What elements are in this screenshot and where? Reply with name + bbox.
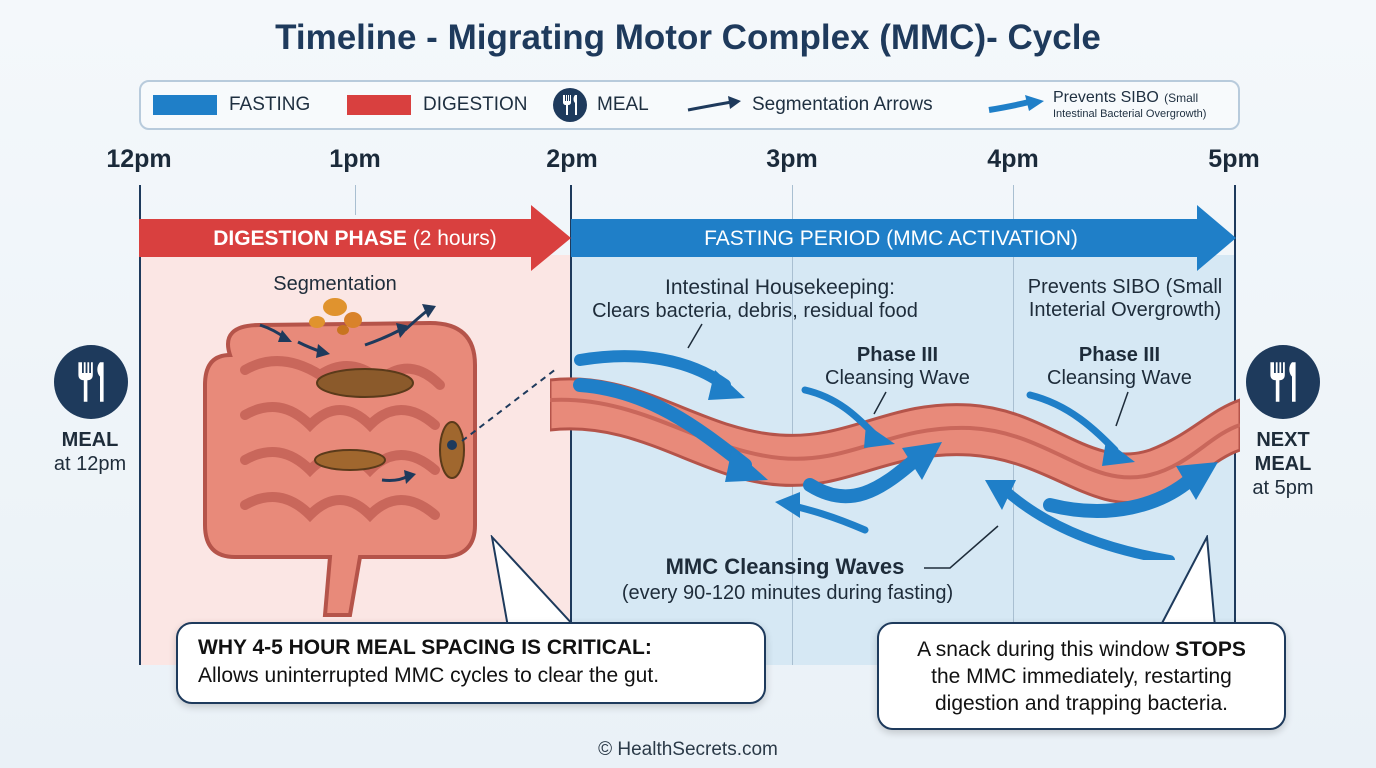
legend-digestion: DIGESTION [347, 82, 528, 128]
phase3-b-line1: Phase III [1078, 344, 1161, 366]
why-callout: WHY 4-5 HOUR MEAL SPACING IS CRITICAL: A… [176, 622, 766, 704]
phase3-b-pointer [1115, 391, 1129, 427]
digestion-phase-title: DIGESTION PHASE [213, 227, 407, 250]
digestion-swatch [347, 95, 411, 115]
food-particles [309, 298, 362, 335]
snack-callout-line2: the MMC immediately, restarting [931, 665, 1232, 688]
why-callout-title: WHY 4-5 HOUR MEAL SPACING IS CRITICAL: [198, 636, 652, 659]
time-5pm: 5pm [1208, 145, 1260, 173]
legend-meal: MEAL [553, 82, 649, 128]
mmc-waves-detail: (every 90-120 minutes during fasting) [621, 582, 954, 604]
snack-callout: A snack during this window STOPS the MMC… [877, 622, 1286, 730]
segmentation-arrows [259, 304, 436, 484]
meal-start-label: MEAL at 12pm [30, 428, 150, 476]
legend-prevents-title: Prevents SIBO [1053, 88, 1159, 106]
why-callout-tail [490, 535, 578, 628]
gridline-12pm [139, 185, 141, 665]
digestion-phase-arrow [139, 205, 571, 271]
meal-next-line2: MEAL [1254, 453, 1312, 475]
fasting-phase-label: FASTING PERIOD (MMC ACTIVATION) [704, 227, 1078, 250]
time-3pm: 3pm [766, 145, 818, 173]
prevents-sibo-line1: Prevents SIBO (Small [1027, 276, 1223, 298]
legend-prevents-sibo: Prevents SIBO (Small Intestinal Bacteria… [987, 82, 1206, 128]
snack-callout-line3: digestion and trapping bacteria. [934, 692, 1229, 715]
prevents-sibo-line2: Inteterial Overgrowth) [1028, 299, 1222, 321]
phase-arrows [139, 205, 1236, 271]
page-title: Timeline - Migrating Motor Complex (MMC)… [275, 18, 1101, 57]
fasting-phase-arrow [571, 205, 1236, 271]
why-callout-detail: Allows uninterrupted MMC cycles to clear… [198, 664, 660, 687]
segmentation-label: Segmentation [273, 273, 397, 295]
fork-knife-icon [553, 88, 587, 122]
navy-arrow-icon [687, 96, 741, 112]
time-2pm: 2pm [546, 145, 598, 173]
gridline-1pm [355, 185, 356, 215]
legend-meal-label: MEAL [597, 94, 649, 115]
gridline-3pm [792, 185, 793, 665]
fork-knife-icon [54, 345, 128, 419]
fasting-swatch [153, 95, 217, 115]
meal-next-label: NEXT MEAL at 5pm [1233, 428, 1333, 500]
phase3-a-line1: Phase III [856, 344, 939, 366]
meal-next-line3: at 5pm [1252, 477, 1314, 499]
legend-fasting-label: FASTING [229, 94, 311, 115]
snack-callout-tail [1158, 535, 1217, 628]
mmc-waves-title: MMC Cleansing Waves [665, 554, 905, 579]
mmc-waves-pointer [924, 525, 999, 569]
legend-segmentation-label: Segmentation Arrows [752, 94, 933, 115]
legend-segmentation: Segmentation Arrows [686, 82, 933, 128]
legend-fasting: FASTING [153, 82, 310, 128]
digestion-phase-duration: (2 hours) [412, 227, 497, 250]
blue-arrow-icon [988, 95, 1044, 113]
housekeeping-title: Intestinal Housekeeping: [665, 276, 895, 299]
phase3-a-pointer [873, 391, 887, 415]
intestine-illustration [203, 320, 477, 617]
snack-callout-emph: STOPS [1175, 638, 1246, 661]
legend: FASTING DIGESTION MEAL Segmentation Arro… [139, 80, 1240, 130]
snack-callout-part1: A snack during this window [917, 638, 1176, 661]
intestine-wave [550, 350, 1240, 560]
meal-start-line2: at 12pm [53, 453, 127, 475]
zoom-connector [461, 368, 557, 442]
housekeeping-pointer [687, 323, 703, 349]
phase3-a-line2: Cleansing Wave [825, 367, 970, 389]
legend-prevents-paren: (Small [1164, 90, 1199, 105]
digestion-phase-label: DIGESTION PHASE (2 hours) [139, 227, 571, 251]
legend-digestion-label: DIGESTION [423, 94, 528, 115]
time-12pm: 12pm [106, 145, 172, 173]
meal-next-line1: NEXT [1256, 429, 1310, 451]
meal-start-line1: MEAL [61, 429, 119, 451]
time-1pm: 1pm [329, 145, 381, 173]
housekeeping-detail: Clears bacteria, debris, residual food [592, 300, 918, 322]
footer-copyright: © HealthSecrets.com [598, 739, 778, 760]
phase3-b-line2: Cleansing Wave [1047, 367, 1192, 389]
snack-callout-text: A snack during this window STOPS the MMC… [879, 636, 1284, 717]
fork-knife-icon [1246, 345, 1320, 419]
legend-prevents-line2: Intestinal Bacterial Overgrowth) [1053, 107, 1207, 120]
time-4pm: 4pm [987, 145, 1039, 173]
